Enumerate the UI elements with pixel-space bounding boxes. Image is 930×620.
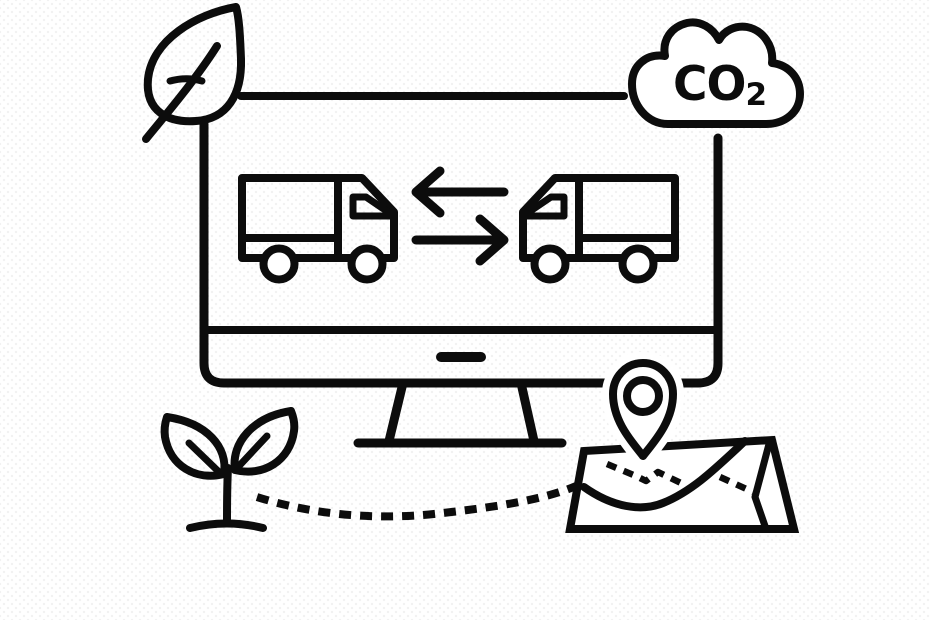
location-pin-icon <box>601 351 685 475</box>
monitor-stand <box>353 378 567 448</box>
monitor-frame <box>199 119 723 388</box>
sprout-ground <box>186 519 267 532</box>
sprout-stem <box>223 464 232 525</box>
cloud-outline <box>628 18 804 128</box>
arrow-right-icon <box>411 214 509 266</box>
arrow-left-icon <box>411 166 509 218</box>
map-road-line <box>580 437 749 512</box>
stand-leg-right <box>516 378 539 446</box>
map-dashed-trail <box>605 460 755 495</box>
sprout-leaf-left <box>160 413 229 480</box>
leaf-outline <box>143 3 246 126</box>
stand-leg-left <box>384 378 408 446</box>
co2-cloud-icon: CO2 <box>628 18 804 128</box>
delivery-truck-right <box>523 178 675 280</box>
leaf-vein-branch <box>166 75 206 85</box>
sprout-leaf-right <box>230 407 299 476</box>
monitor <box>199 119 723 388</box>
sprout-leaf-right-vein <box>235 432 271 470</box>
delivery-truck-left <box>242 178 394 280</box>
exchange-arrows <box>411 166 509 266</box>
co2-label: CO2 <box>673 57 766 113</box>
map-icon <box>565 435 800 533</box>
pin-inner-circle <box>623 376 663 416</box>
sprout-leaf-left-vein <box>185 439 222 475</box>
map-fold-line <box>751 440 773 530</box>
dotted-route <box>255 482 578 521</box>
leaf-icon <box>142 3 246 143</box>
sprout-icon <box>160 407 299 532</box>
leaf-stem-vein <box>142 42 221 143</box>
